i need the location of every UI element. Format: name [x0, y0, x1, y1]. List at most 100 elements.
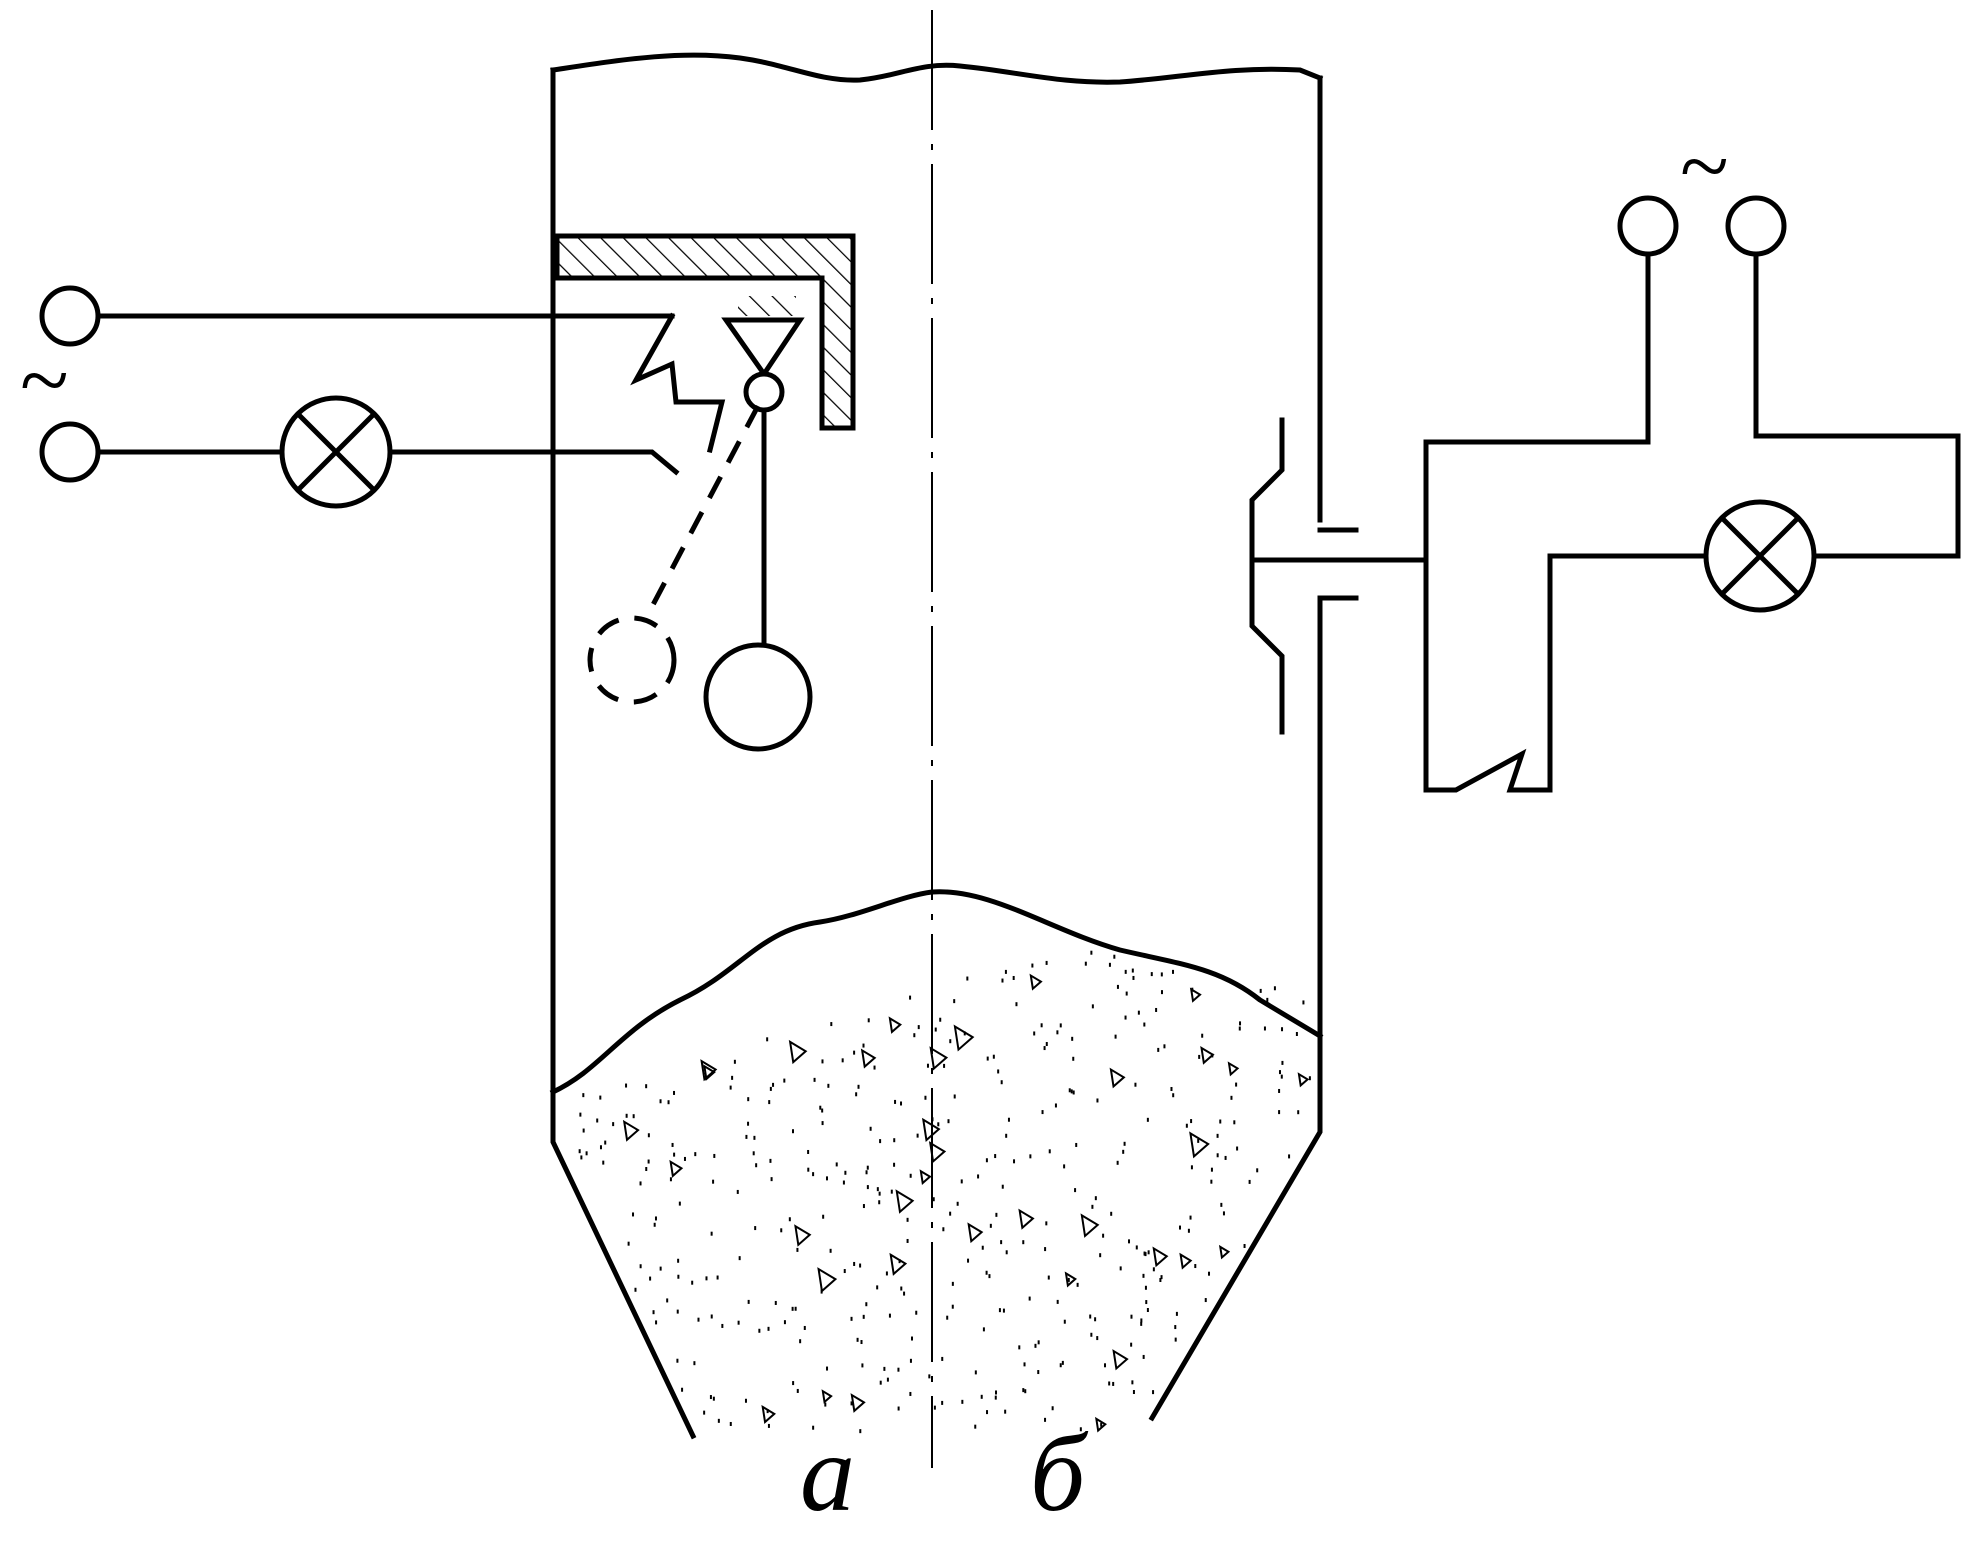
material-speck	[894, 1099, 897, 1104]
material-speck	[1125, 991, 1128, 996]
material-speck	[599, 1095, 602, 1100]
material-speck	[1102, 1233, 1105, 1238]
material-speck	[1208, 1271, 1211, 1276]
material-grain	[1218, 1244, 1231, 1260]
material-speck	[850, 1316, 853, 1321]
material-speck	[697, 1317, 700, 1322]
material-speck	[865, 1302, 868, 1307]
material-speck	[1071, 1036, 1074, 1041]
material-speck	[783, 1320, 786, 1325]
material-speck	[1187, 1228, 1190, 1233]
material-speck	[803, 1325, 806, 1330]
material-speck	[1243, 1244, 1246, 1249]
pivot-seat-hatch	[738, 296, 796, 316]
material-speck	[1116, 1160, 1119, 1165]
material-speck	[1198, 1054, 1201, 1059]
material-speck	[673, 1152, 676, 1157]
material-speck	[639, 1181, 642, 1186]
material-speck	[842, 1180, 845, 1185]
material-speck	[1033, 1031, 1036, 1036]
material-speck	[1278, 1088, 1281, 1093]
material-speck	[659, 1266, 662, 1271]
material-speck	[866, 1185, 869, 1190]
material-speck	[691, 1280, 694, 1285]
pivot-circle	[743, 371, 785, 413]
material-speck	[1137, 1010, 1140, 1015]
material-grain	[1064, 1271, 1077, 1288]
material-speck	[705, 1276, 708, 1281]
material-speck	[602, 1160, 605, 1165]
material-speck	[599, 1145, 602, 1150]
material-speck	[634, 1287, 637, 1292]
material-speck	[1045, 1042, 1048, 1047]
material-speck	[639, 1264, 642, 1269]
material-speck	[853, 1050, 856, 1055]
bin-right-wall-lower	[1148, 597, 1323, 1422]
material-speck	[982, 1327, 985, 1332]
material-speck	[717, 1418, 720, 1423]
material-speck	[627, 1241, 630, 1246]
material-speck	[1089, 1314, 1092, 1319]
material-speck	[796, 1388, 799, 1393]
material-speck	[666, 1298, 669, 1303]
material-speck	[1037, 1370, 1040, 1375]
material-speck	[900, 1286, 903, 1291]
right-terminal-right-icon	[1725, 195, 1787, 257]
material-speck	[924, 1095, 927, 1100]
material-speck	[653, 1222, 656, 1227]
material-speck	[1220, 1202, 1223, 1207]
material-speck	[632, 1212, 635, 1217]
material-speck	[747, 1121, 750, 1126]
material-speck	[873, 1065, 876, 1070]
material-grain	[1189, 987, 1202, 1003]
material-grain	[850, 1393, 866, 1413]
material-speck	[1174, 1337, 1177, 1342]
material-speck	[671, 1142, 674, 1147]
left-circuit: ~	[20, 285, 680, 509]
right-terminal-left-icon	[1617, 195, 1679, 257]
material-speck	[885, 1271, 888, 1276]
material-speck	[767, 1423, 770, 1428]
material-grain	[1112, 1349, 1129, 1371]
material-speck	[647, 1133, 650, 1138]
material-speck	[1005, 1133, 1008, 1138]
material-speck	[932, 1197, 935, 1202]
material-speck	[736, 1189, 739, 1194]
material-speck	[694, 1152, 697, 1157]
material-speck	[986, 1056, 989, 1061]
material-speck	[1074, 1188, 1077, 1193]
material-speck	[1072, 1090, 1075, 1095]
material-grain	[889, 1252, 908, 1276]
material-speck	[659, 1099, 662, 1104]
material-speck	[946, 1315, 949, 1320]
material-grain	[703, 1064, 716, 1081]
material-speck	[1041, 1110, 1044, 1115]
material-grain	[1029, 973, 1043, 991]
material-speck	[844, 1170, 847, 1175]
material-speck	[909, 995, 912, 1000]
material-speck	[827, 1083, 830, 1088]
material-speck	[1132, 975, 1135, 980]
material-speck	[681, 1387, 684, 1392]
material-speck	[1100, 1422, 1103, 1427]
material-speck	[866, 1165, 869, 1170]
float-switch-assembly	[554, 233, 856, 752]
material-speck	[1238, 1026, 1241, 1031]
pendulum-weight	[703, 642, 813, 752]
material-speck	[768, 1100, 771, 1105]
material-speck	[794, 1306, 797, 1311]
material-speck	[857, 1084, 860, 1089]
material-speck	[1044, 1417, 1047, 1422]
material-speck	[770, 1177, 773, 1182]
material-speck	[582, 1093, 585, 1098]
material-speck	[729, 1085, 732, 1090]
material-speck	[1197, 1138, 1200, 1143]
material-speck	[1155, 1007, 1158, 1012]
material-speck	[941, 1400, 944, 1405]
material-speck	[667, 1100, 670, 1105]
material-grain	[817, 1267, 838, 1293]
material-speck	[1146, 1308, 1149, 1313]
material-speck	[992, 1054, 995, 1059]
material-speck	[807, 1149, 810, 1154]
material-speck	[1147, 1250, 1150, 1255]
